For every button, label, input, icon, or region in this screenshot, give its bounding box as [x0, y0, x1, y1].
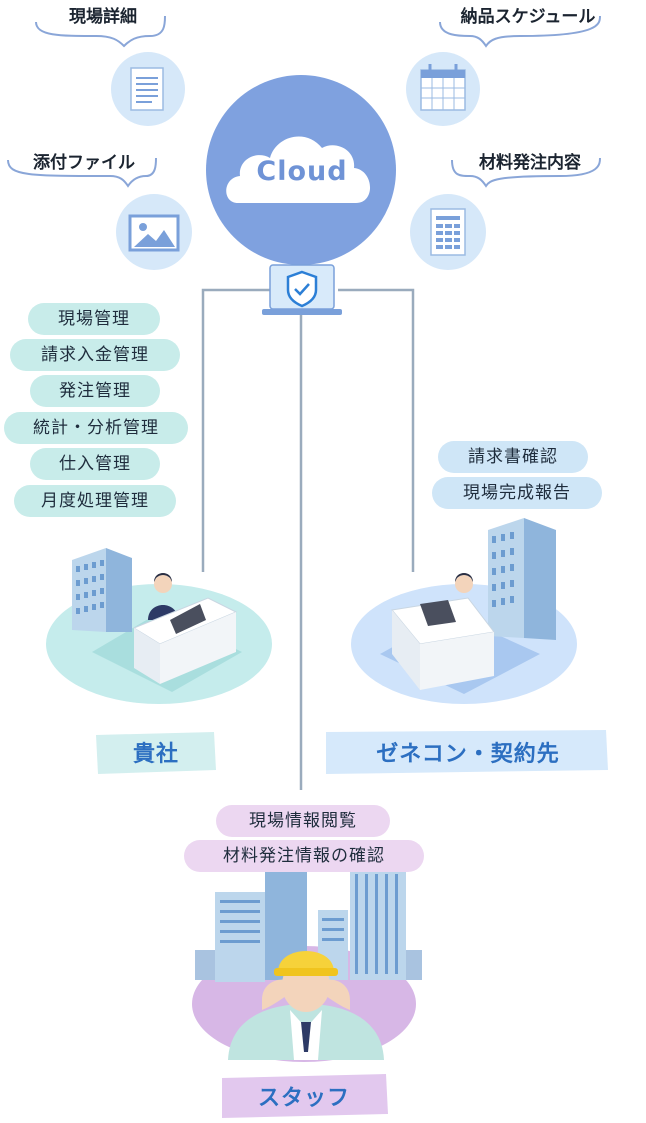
building-icon — [488, 518, 556, 640]
staff-scene — [192, 866, 422, 1062]
company-role-label: 貴社 — [132, 742, 179, 767]
staff-feature-pill: 現場情報閲覧 — [216, 805, 390, 837]
connector-lines — [201, 288, 415, 790]
company-feature-pill: 統計・分析管理 — [4, 412, 188, 444]
attachments-label: 添付ファイル — [33, 153, 135, 173]
contractor-role-label: ゼネコン・契約先 — [376, 742, 560, 767]
material-order-label: 材料発注内容 — [479, 153, 581, 173]
delivery-schedule-label: 納品スケジュール — [460, 7, 596, 27]
company-label-brush — [96, 732, 216, 774]
image-icon — [116, 194, 192, 270]
contractor-feature-pill: 請求書確認 — [438, 441, 588, 473]
building-icon — [195, 866, 422, 982]
spreadsheet-icon — [410, 194, 486, 270]
company-scene — [46, 548, 272, 704]
calendar-icon — [406, 52, 480, 126]
site-details-label: 現場詳細 — [69, 7, 137, 27]
staff-feature-pill: 材料発注情報の確認 — [184, 840, 424, 872]
company-feature-pill: 仕入管理 — [30, 448, 160, 480]
staff-role-label: スタッフ — [257, 1086, 350, 1111]
company-feature-pill: 発注管理 — [30, 375, 160, 407]
document-icon — [111, 52, 185, 126]
cloud-icon — [206, 75, 396, 265]
company-feature-pill: 月度処理管理 — [14, 485, 176, 517]
staff-label-brush — [222, 1074, 388, 1118]
contractor-label-brush — [326, 730, 608, 774]
company-feature-pill: 請求入金管理 — [10, 339, 180, 371]
contractor-scene — [351, 518, 577, 704]
shield-check-icon — [262, 264, 342, 315]
building-icon — [72, 548, 132, 632]
contractor-feature-pill: 現場完成報告 — [432, 477, 602, 509]
speech-strokes — [7, 15, 601, 188]
construction-worker-icon — [228, 951, 384, 1060]
company-feature-pill: 現場管理 — [28, 303, 160, 335]
cloud-label: Cloud — [256, 156, 348, 187]
